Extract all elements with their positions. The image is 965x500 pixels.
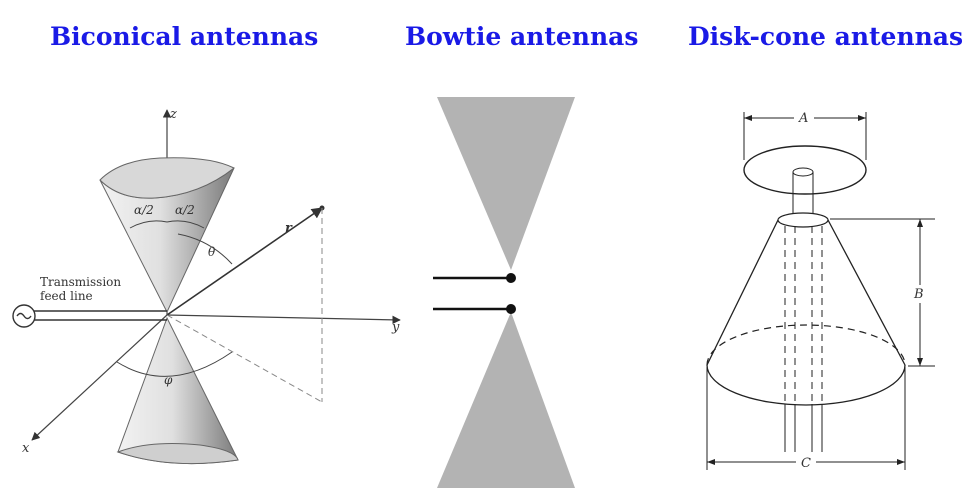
x-axis-label: x [22, 441, 30, 456]
z-axis-label: z [169, 107, 177, 122]
alpha-right-label: α/2 [175, 203, 195, 217]
cone-side-left [706, 219, 779, 366]
lower-cone-rim [116, 443, 239, 465]
alpha-arc-right [166, 220, 205, 229]
dim-a-arrow-left [744, 115, 752, 121]
y-axis [166, 314, 401, 325]
feed-line-label-1: Transmission [40, 275, 121, 289]
dim-a-label: A [798, 111, 808, 126]
sine-wave-icon [16, 312, 32, 320]
bowtie-upper-triangle [437, 97, 575, 270]
biconical-title: Biconical antennas [50, 22, 319, 51]
phi-label: φ [164, 373, 173, 387]
dim-c-label: C [801, 456, 811, 471]
dim-c-arrow-left [707, 459, 715, 465]
theta-arc [177, 233, 233, 265]
upper-cone-rim [99, 157, 235, 199]
cone-apex-ring [777, 212, 829, 228]
dim-b-label: B [913, 287, 924, 302]
theta-label: θ [208, 245, 216, 259]
r-label: r [285, 221, 293, 236]
post-top [792, 167, 814, 177]
y-axis-label: y [391, 320, 400, 335]
alpha-arc-left [129, 220, 168, 229]
phi-arc [116, 351, 233, 377]
x-axis [31, 314, 168, 441]
cone-base-back [706, 324, 906, 366]
alpha-left-label: α/2 [134, 203, 154, 217]
cone-side-right [827, 219, 906, 366]
bowtie-terminal-lower [506, 304, 516, 314]
r-vector [166, 207, 323, 316]
feed-line-label-2: feed line [40, 289, 93, 303]
cone-base-front [706, 364, 906, 406]
dim-a-arrow-right [858, 115, 866, 121]
bowtie-title: Bowtie antennas [405, 22, 639, 51]
diskcone-title: Disk-cone antennas [688, 22, 964, 51]
bowtie-lower-triangle [437, 312, 575, 488]
dim-b-arrow-top [917, 219, 923, 227]
dim-c-arrow-right [897, 459, 905, 465]
dim-b-arrow-bottom [917, 358, 923, 366]
bowtie-terminal-upper [506, 273, 516, 283]
